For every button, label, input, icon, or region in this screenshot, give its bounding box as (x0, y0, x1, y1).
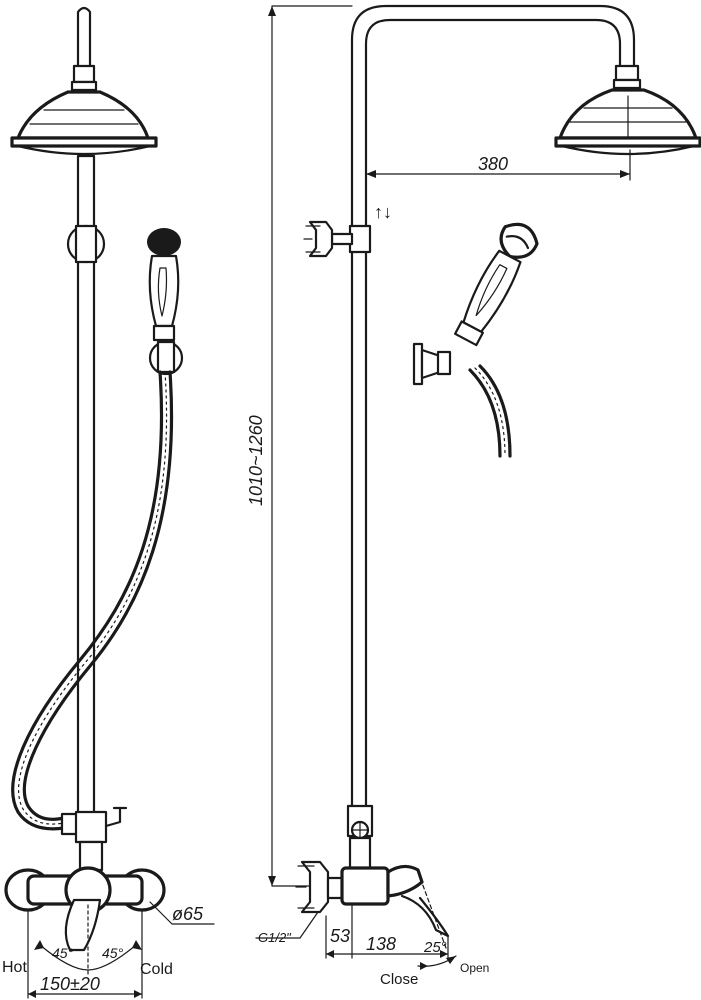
side-mixer-neck (348, 836, 372, 870)
side-mixer-body (340, 866, 390, 906)
front-hand-shower-head (147, 228, 181, 256)
cold-arrow-head (132, 940, 142, 950)
front-head-nut (72, 64, 96, 84)
hot-label: Hot (2, 959, 27, 976)
spout-offset-label: 138 (366, 934, 396, 954)
side-shower-head-rim (554, 136, 701, 148)
front-shower-head-face (16, 144, 152, 156)
rose-diameter-leader (149, 901, 215, 925)
hot-arrow-head (34, 940, 44, 950)
side-hand-collar (454, 320, 484, 347)
cold-angle-label: 45° (102, 945, 124, 961)
front-bracket-clamp (74, 224, 98, 264)
front-holder-clip (156, 340, 176, 374)
front-mixer-lever (64, 898, 102, 952)
side-hand-head-face (505, 235, 530, 250)
front-shower-head (16, 90, 150, 140)
side-eccentric (326, 876, 344, 900)
side-riser-outer (350, 4, 636, 808)
close-open-arrows (420, 956, 456, 970)
side-head-nut (614, 64, 640, 82)
front-view (4, 6, 215, 999)
hot-angle-label: 45° (52, 945, 74, 961)
front-hose-hatch (18, 371, 168, 825)
rose-diameter-label: ø65 (172, 904, 204, 924)
front-mixer-neck (78, 840, 104, 872)
side-head-joint (612, 78, 642, 90)
side-view (255, 4, 701, 970)
front-handle-collar (152, 324, 176, 342)
front-shower-head-rim (10, 136, 158, 148)
side-mixer-lever (386, 864, 424, 898)
side-riser-inner (364, 18, 622, 808)
centers-dim-label: 150±20 (40, 974, 100, 994)
open-label: Open (460, 961, 489, 975)
reach-dim-label: 380 (478, 154, 508, 174)
front-head-joint (70, 80, 98, 92)
side-inlet-ticks (295, 865, 315, 909)
side-wall-inlet-rosette (300, 860, 330, 914)
front-head-arm (76, 6, 92, 72)
inlet-thread-leader (255, 911, 319, 939)
side-hose-hatch (474, 367, 506, 457)
centers-dim-lines (27, 909, 143, 999)
side-hand-inlay (475, 264, 508, 317)
front-diverter-body (74, 810, 108, 844)
side-bottom-dim-lines (325, 903, 449, 959)
side-hand-shower (454, 222, 539, 347)
side-shower-head-face (560, 144, 696, 156)
handle-angle-label: 25° (423, 939, 447, 956)
side-hose-inner (478, 364, 512, 458)
wall-offset-label: 53 (330, 926, 350, 946)
side-rosette-ticks (303, 225, 321, 253)
height-dim-label: 1010~1260 (246, 415, 266, 506)
front-handle-inlay (157, 267, 168, 317)
side-wall-rosette (308, 220, 334, 258)
front-hose-inner (22, 370, 174, 821)
cold-label: Cold (140, 961, 173, 978)
front-hose-outer (11, 370, 164, 831)
front-diverter-knob (104, 806, 128, 828)
side-holder-wallplate (412, 342, 424, 386)
side-hose-outer (468, 368, 502, 458)
reach-dim-line (365, 149, 631, 181)
front-shower-head-ribs (29, 109, 139, 125)
height-adjust-arrows: ↑↓ (374, 202, 392, 222)
front-angle-arc (39, 944, 137, 971)
side-diverter-cross (351, 821, 369, 839)
height-dim-lines (271, 5, 353, 887)
side-spout (400, 894, 450, 938)
close-label: Close (380, 971, 418, 988)
side-holder-clip (436, 350, 452, 376)
side-slide-arm (330, 232, 354, 246)
front-hand-shower-handle (148, 254, 180, 328)
side-hand-handle (462, 249, 522, 333)
side-lever-open-line (417, 871, 447, 949)
inlet-thread-label: G1/2" (258, 930, 292, 945)
